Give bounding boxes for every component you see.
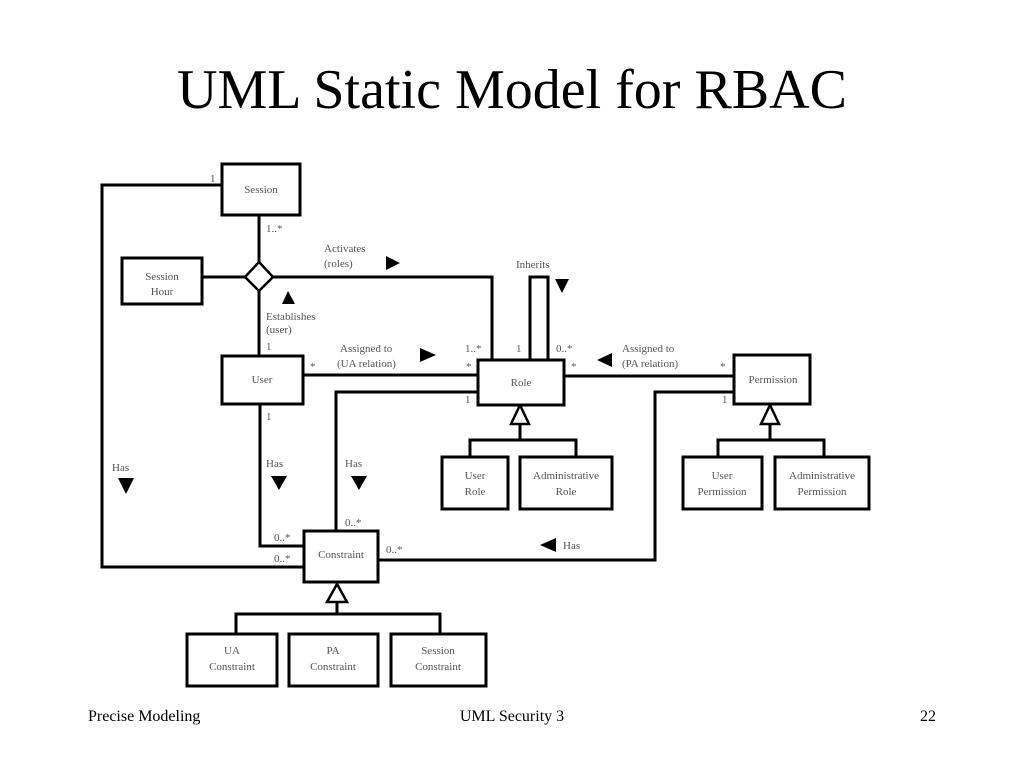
mult-permission-bottom: 1 xyxy=(722,394,728,406)
class-pa-constraint[interactable]: PA Constraint xyxy=(287,632,380,688)
class-session-label: Session xyxy=(244,184,278,196)
mult-constraint-user: 0..* xyxy=(274,532,291,544)
role-constraint-link xyxy=(334,390,478,530)
class-user-role-label-1: User xyxy=(465,470,486,482)
footer-course-name: Precise Modeling xyxy=(88,708,201,725)
inherits-link xyxy=(528,275,550,360)
mult-role-ua: * xyxy=(466,361,472,373)
class-pa-constraint-label-2: Constraint xyxy=(310,661,356,673)
has-role-arrow xyxy=(351,476,367,490)
has-session-arrow xyxy=(118,478,134,494)
constraint-generalization-arrow xyxy=(324,581,350,604)
inherits-label: Inherits xyxy=(516,259,550,271)
class-session-constraint-label-1: Session xyxy=(421,645,455,657)
has-session-label: Has xyxy=(112,462,129,474)
activates-direction-arrow xyxy=(386,256,400,270)
class-session-hour-label-1: Session xyxy=(145,271,179,283)
class-constraint[interactable]: Constraint xyxy=(302,529,380,584)
role-generalization-arrow xyxy=(509,402,531,426)
class-user-label: User xyxy=(252,374,273,386)
establishes-direction-arrow xyxy=(282,291,295,304)
class-permission[interactable]: Permission xyxy=(732,353,812,406)
class-pa-constraint-label-1: PA xyxy=(326,645,339,657)
class-administrative-permission-label-2: Permission xyxy=(798,486,847,498)
role-generalization-branches xyxy=(468,438,578,456)
has-user-label: Has xyxy=(266,458,283,470)
class-user-permission-label-1: User xyxy=(712,470,733,482)
slide-title: UML Static Model for RBAC xyxy=(177,59,847,121)
class-session-constraint[interactable]: Session Constraint xyxy=(389,632,488,688)
mult-role-pa: * xyxy=(571,361,577,373)
class-user-role-label-2: Role xyxy=(465,486,486,498)
class-role-label: Role xyxy=(511,377,532,389)
class-role[interactable]: Role xyxy=(476,358,566,407)
mult-user-top: 1 xyxy=(266,341,272,353)
class-user-role[interactable]: User Role xyxy=(440,455,510,511)
mult-session-left: 1 xyxy=(210,173,216,185)
pa-assigned-label: Assigned to xyxy=(622,343,675,355)
activates-label: Activates xyxy=(324,243,366,255)
activates-label-sub: (roles) xyxy=(324,258,353,270)
has-role-label: Has xyxy=(345,458,362,470)
permission-generalization-arrow xyxy=(759,402,781,426)
class-session-hour-label-2: Hour xyxy=(151,286,174,298)
pa-assigned-label-sub: (PA relation) xyxy=(622,358,678,370)
mult-user-bottom: 1 xyxy=(266,411,272,423)
user-constraint-link xyxy=(258,404,304,548)
class-session[interactable]: Session xyxy=(220,162,302,217)
mult-role-inherit-right: 0..* xyxy=(556,343,573,355)
class-session-hour[interactable]: Session Hour xyxy=(120,256,204,306)
class-administrative-role-label-1: Administrative xyxy=(533,470,599,482)
class-constraint-label: Constraint xyxy=(318,549,364,561)
ua-assigned-label: Assigned to xyxy=(340,343,393,355)
class-ua-constraint-label-2: Constraint xyxy=(209,661,255,673)
class-administrative-role[interactable]: Administrative Role xyxy=(518,455,614,511)
mult-role-bottom: 1 xyxy=(465,394,471,406)
class-user-permission[interactable]: User Permission xyxy=(681,455,764,511)
has-user-arrow xyxy=(271,476,287,490)
class-administrative-permission[interactable]: Administrative Permission xyxy=(773,455,871,511)
mult-constraint-top: 0..* xyxy=(345,517,362,529)
ua-direction-arrow xyxy=(420,348,436,362)
ua-assigned-label-sub: (UA relation) xyxy=(337,358,396,370)
session-constraint-link xyxy=(100,183,304,569)
mult-constraint-session: 0..* xyxy=(274,553,291,565)
mult-constraint-right: 0..* xyxy=(386,544,403,556)
constraint-generalization-branches xyxy=(234,612,442,633)
establishes-label-sub: (user) xyxy=(266,324,292,336)
footer-lecture-title: UML Security 3 xyxy=(459,708,565,725)
class-permission-label: Permission xyxy=(749,374,798,386)
mult-role-inherit: 1 xyxy=(516,343,522,355)
pa-direction-arrow xyxy=(597,353,612,367)
has-permission-label: Has xyxy=(563,540,580,552)
class-session-constraint-label-2: Constraint xyxy=(415,661,461,673)
footer-page-number: 22 xyxy=(920,708,936,725)
class-user[interactable]: User xyxy=(220,354,305,406)
has-permission-arrow xyxy=(540,538,556,552)
class-administrative-permission-label-1: Administrative xyxy=(789,470,855,482)
class-user-permission-label-2: Permission xyxy=(698,486,747,498)
permission-generalization-branches xyxy=(716,438,826,456)
mult-user-right: * xyxy=(310,361,316,373)
inherits-direction-arrow xyxy=(555,279,569,293)
mult-permission-left: * xyxy=(720,361,726,373)
establishes-label: Establishes xyxy=(266,311,316,323)
class-ua-constraint-label-1: UA xyxy=(224,645,240,657)
mult-session-bottom: 1..* xyxy=(266,223,283,235)
class-ua-constraint[interactable]: UA Constraint xyxy=(185,632,279,688)
session-association-diamond xyxy=(243,260,275,293)
activates-link xyxy=(273,275,494,360)
permission-constraint-link xyxy=(378,390,734,562)
class-administrative-role-label-2: Role xyxy=(556,486,577,498)
mult-role-ua-top: 1..* xyxy=(465,343,482,355)
